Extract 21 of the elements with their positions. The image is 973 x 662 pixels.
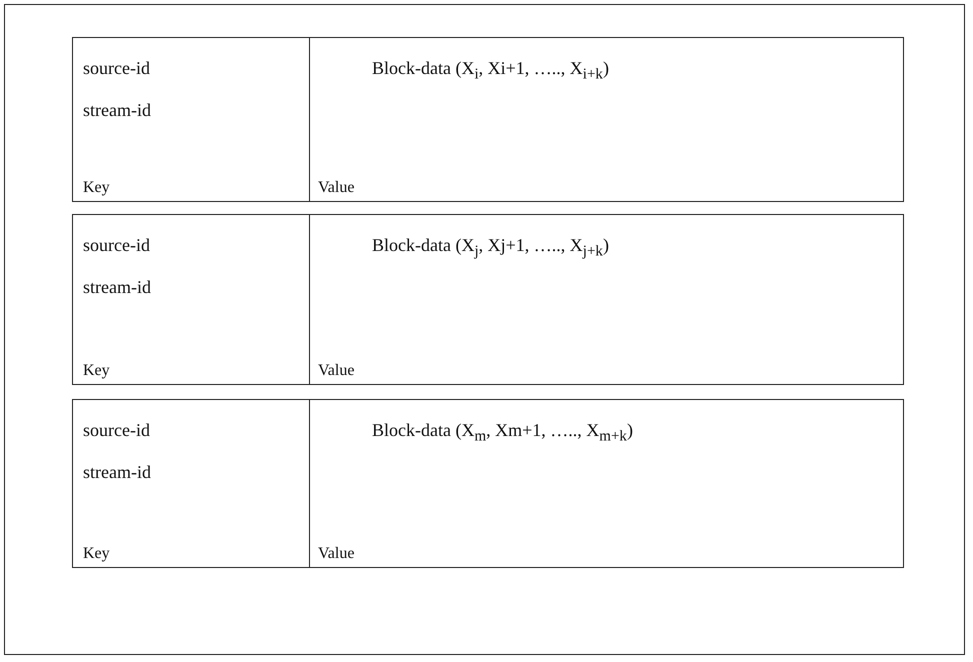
section-label: Value: [318, 178, 354, 197]
key-box: [72, 399, 311, 568]
field-name: stream-id: [83, 462, 151, 483]
value-box: [309, 399, 904, 568]
field-name: stream-id: [83, 100, 151, 121]
section-label: Key: [83, 178, 110, 197]
block-data-text: Block-data (X$_{j}$, Xj+1, ….., X$_{j+k}$): [372, 235, 609, 261]
key-box: [72, 37, 311, 202]
block-data-text: Block-data (X$_{m}$, Xm+1, ….., X$_{m+k}$): [372, 420, 633, 446]
value-box: [309, 214, 904, 385]
field-name: source-id: [83, 58, 150, 79]
field-name: source-id: [83, 420, 150, 441]
field-name: stream-id: [83, 277, 151, 298]
section-label: Key: [83, 544, 110, 563]
value-box: [309, 37, 904, 202]
field-name: source-id: [83, 235, 150, 256]
section-label: Key: [83, 362, 110, 380]
section-label: Value: [318, 544, 354, 563]
key-box: [72, 214, 311, 385]
section-label: Value: [318, 362, 354, 380]
block-data-text: Block-data (X$_{i}$, Xi+1, ….., X$_{i+k}$): [372, 58, 609, 84]
